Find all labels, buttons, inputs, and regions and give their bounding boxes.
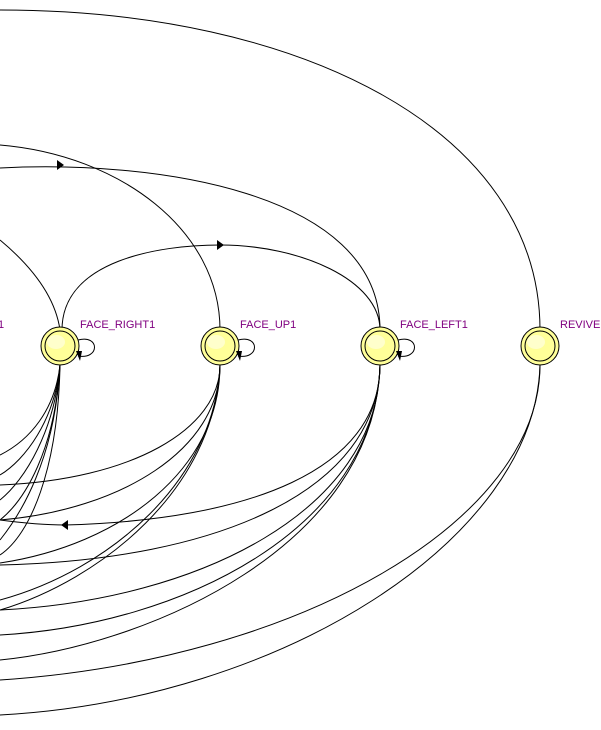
arrowhead — [61, 520, 68, 530]
transition-lower-arc — [0, 364, 61, 521]
state-highlight — [527, 335, 545, 349]
transition-lower-arc — [0, 364, 381, 526]
state-face-left1[interactable]: FACE_LEFT1 — [360, 319, 468, 366]
transition-lower-arc — [0, 364, 221, 601]
partial-state-label: 1 — [0, 319, 4, 331]
state-label: FACE_UP1 — [240, 319, 296, 331]
self-loop — [237, 338, 255, 357]
arrowhead — [236, 351, 242, 361]
transition-lower-arc — [0, 364, 381, 636]
transition-lower-arc — [0, 364, 221, 611]
transition-lower-arc — [0, 364, 221, 486]
self-loop — [77, 338, 95, 357]
state-highlight — [47, 335, 65, 349]
transition-lower-arc — [0, 364, 221, 564]
state-label: REVIVE — [560, 319, 600, 331]
state-face-right1[interactable]: FACE_RIGHT1 — [40, 319, 155, 366]
transition-lower-arc — [0, 364, 221, 521]
transition-lower-arc — [0, 364, 381, 611]
transition-lower-arc — [0, 364, 381, 661]
state-label: FACE_LEFT1 — [400, 319, 468, 331]
arrowhead — [76, 351, 82, 361]
transition-lower-arc — [0, 364, 541, 716]
transition-lower-arc — [0, 364, 61, 456]
transition-lower-arc — [0, 364, 61, 501]
state-label: FACE_RIGHT1 — [80, 319, 155, 331]
transition-left-arc-to-right1 — [0, 239, 61, 331]
state-face-up1[interactable]: FACE_UP1 — [200, 319, 296, 366]
transition-lower-arc — [0, 364, 61, 556]
state-revive[interactable]: REVIVE — [520, 319, 600, 366]
transition-lower-arc — [0, 364, 541, 681]
self-loop — [397, 338, 415, 357]
transition-lower-arc — [0, 364, 381, 566]
arrowhead — [57, 160, 64, 170]
transition-lower-arc — [0, 364, 61, 476]
transition-right1-to-left1-arc — [61, 244, 381, 331]
transition-upper-arc-1 — [0, 144, 221, 331]
arrowhead — [217, 240, 224, 250]
transition-upper-arc-2 — [0, 166, 381, 331]
state-highlight — [207, 335, 225, 349]
transition-lower-arc — [0, 364, 61, 541]
state-highlight — [367, 335, 385, 349]
transition-revive-top-arc — [0, 9, 541, 331]
arrowhead — [396, 351, 402, 361]
